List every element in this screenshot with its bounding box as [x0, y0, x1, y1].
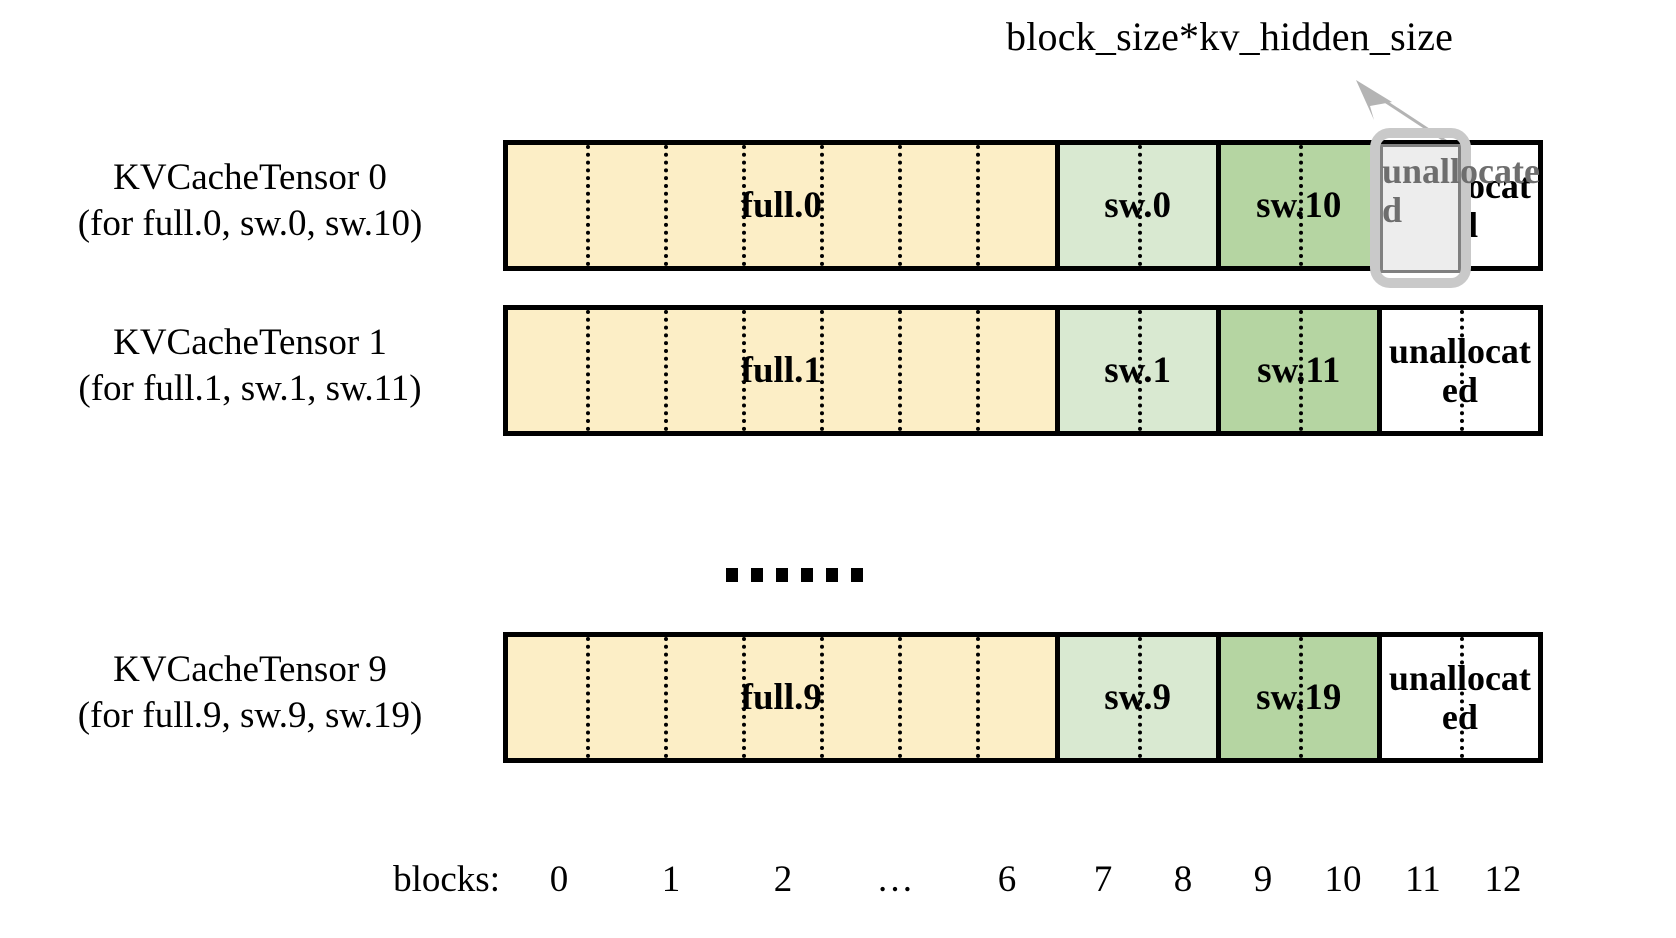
- tensor-segment[interactable]: unallocated: [1376, 637, 1538, 758]
- block-divider: [1459, 637, 1464, 758]
- block-tick: 8: [1173, 859, 1193, 900]
- tensor-segment[interactable]: sw.9: [1054, 637, 1216, 758]
- tensor-row-label: KVCacheTensor 9 (for full.9, sw.9, sw.19): [20, 647, 480, 740]
- block-tick: 1: [661, 859, 681, 900]
- highlight-block-fill: [1380, 144, 1461, 273]
- block-divider: [664, 145, 669, 266]
- block-tick: 10: [1324, 859, 1362, 900]
- block-divider: [976, 310, 981, 431]
- blocks-axis-title: blocks:: [393, 859, 500, 900]
- block-tick: …: [876, 859, 914, 900]
- ellipsis-dots: [726, 568, 863, 582]
- block-divider: [742, 145, 747, 266]
- tensor-segment[interactable]: full.9: [508, 637, 1055, 758]
- block-divider: [586, 637, 591, 758]
- block-divider: [898, 637, 903, 758]
- block-divider: [586, 310, 591, 431]
- tensor-segment[interactable]: full.1: [508, 310, 1055, 431]
- block-divider: [586, 145, 591, 266]
- tensor-row-title: KVCacheTensor 9: [113, 649, 387, 690]
- tensor-bar: full.1 sw.1 sw.11 unallocated: [503, 305, 1543, 436]
- block-divider: [664, 637, 669, 758]
- block-tick: 12: [1484, 859, 1522, 900]
- tensor-segment-label: unallocated: [1388, 657, 1531, 737]
- tensor-segment[interactable]: unallocated: [1376, 310, 1538, 431]
- block-tick: 11: [1405, 859, 1441, 900]
- block-divider: [742, 637, 747, 758]
- tensor-segment-label: sw.1: [1104, 349, 1172, 391]
- tensor-segment[interactable]: sw.0: [1054, 145, 1216, 266]
- block-divider: [664, 310, 669, 431]
- annotation-label: block_size*kv_hidden_size: [1006, 14, 1454, 59]
- block-divider: [976, 637, 981, 758]
- tensor-segment-label: full.1: [740, 349, 822, 391]
- tensor-row-label: KVCacheTensor 1 (for full.1, sw.1, sw.11): [20, 320, 480, 413]
- block-divider: [1298, 145, 1303, 266]
- block-divider: [1298, 310, 1303, 431]
- tensor-segment[interactable]: sw.10: [1215, 145, 1377, 266]
- ellipsis-dot: [826, 568, 838, 582]
- tensor-segment-label: sw.10: [1256, 184, 1342, 226]
- ellipsis-dot: [726, 568, 738, 582]
- block-divider: [976, 145, 981, 266]
- block-divider: [1137, 145, 1142, 266]
- block-divider: [1137, 310, 1142, 431]
- tensor-segment[interactable]: sw.19: [1215, 637, 1377, 758]
- block-divider: [742, 310, 747, 431]
- tensor-segment-label: unallocated: [1388, 330, 1531, 410]
- block-divider: [1298, 637, 1303, 758]
- block-divider: [820, 145, 825, 266]
- block-tick: 9: [1253, 859, 1273, 900]
- tensor-row-subtitle: (for full.0, sw.0, sw.10): [77, 203, 423, 245]
- ellipsis-dot: [751, 568, 763, 582]
- block-tick: 2: [773, 859, 793, 900]
- block-tick: 0: [549, 859, 569, 900]
- block-divider: [820, 310, 825, 431]
- block-tick: 7: [1093, 859, 1113, 900]
- tensor-segment[interactable]: sw.11: [1215, 310, 1377, 431]
- tensor-segment-label: sw.9: [1104, 676, 1172, 718]
- block-divider: [1459, 310, 1464, 431]
- tensor-segment-label: full.9: [740, 676, 822, 718]
- ellipsis-dot: [776, 568, 788, 582]
- ellipsis-dot: [851, 568, 863, 582]
- tensor-segment-label: full.0: [740, 184, 822, 226]
- block-divider: [898, 145, 903, 266]
- tensor-segment-label: sw.0: [1104, 184, 1172, 226]
- tensor-row-label: KVCacheTensor 0 (for full.0, sw.0, sw.10): [20, 155, 480, 248]
- block-tick: 6: [997, 859, 1017, 900]
- tensor-row-title: KVCacheTensor 1: [113, 322, 387, 363]
- tensor-row-subtitle: (for full.9, sw.9, sw.19): [77, 695, 423, 737]
- tensor-row-subtitle: (for full.1, sw.1, sw.11): [78, 368, 422, 410]
- tensor-segment-label: sw.11: [1257, 349, 1341, 391]
- tensor-bar: full.9 sw.9 sw.19 unallocated: [503, 632, 1543, 763]
- tensor-segment[interactable]: full.0: [508, 145, 1055, 266]
- block-divider: [820, 637, 825, 758]
- ellipsis-dot: [801, 568, 813, 582]
- tensor-segment-label: sw.19: [1256, 676, 1342, 718]
- block-divider: [1137, 637, 1142, 758]
- tensor-segment[interactable]: sw.1: [1054, 310, 1216, 431]
- block-divider: [898, 310, 903, 431]
- tensor-row-title: KVCacheTensor 0: [113, 157, 387, 198]
